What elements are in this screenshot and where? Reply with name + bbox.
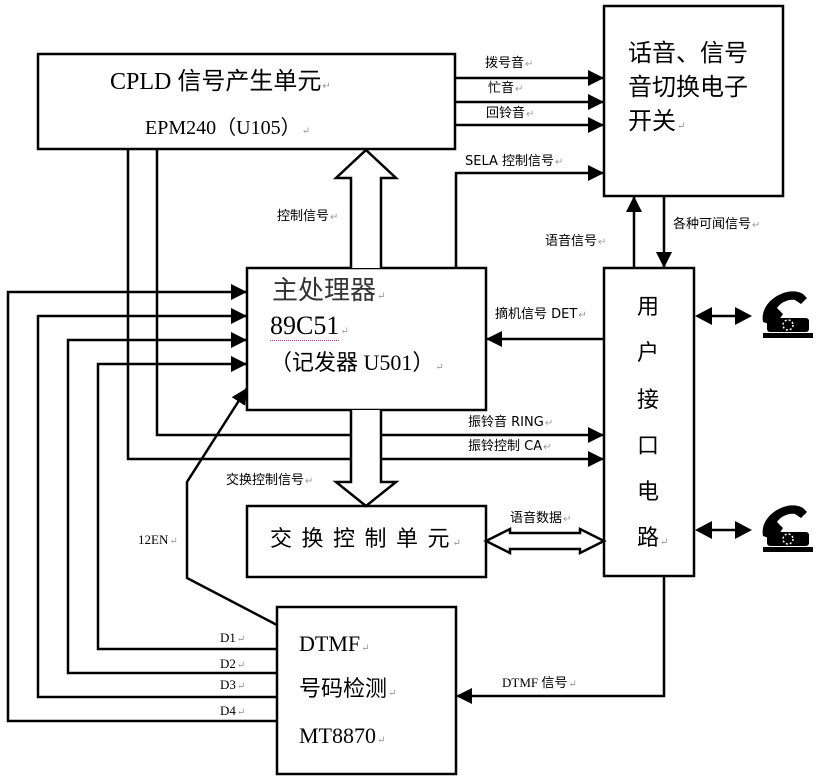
d3-label: D3↵ (220, 677, 246, 692)
en-label: 12EN↵ (138, 532, 178, 547)
voice-data-label: 语音数据↵ (510, 511, 572, 526)
processor-line-3: （记发器 U501）↵ (270, 350, 444, 375)
switch-line-1: 话音、信号 (628, 41, 748, 67)
ringback-tone-label: 回铃音↵ (486, 106, 535, 121)
processor-line-2: 89C51↵ (270, 311, 349, 341)
switch-line-3: 开关↵ (628, 109, 686, 135)
telephone-icon (762, 505, 813, 552)
voice-data-block-arrow (483, 526, 607, 556)
control-block-arrow (332, 148, 400, 268)
dtmf-line-3: MT8870↵ (299, 723, 386, 748)
telephone-icon (762, 291, 813, 338)
dtmf-block (275, 605, 458, 776)
ring-tone-label: 振铃音 RING↵ (468, 415, 554, 430)
d1-label: D1↵ (220, 630, 246, 645)
d4-label: D4↵ (220, 703, 246, 718)
exchange-control-label: 交换控制信号↵ (226, 473, 314, 488)
busy-tone-label: 忙音↵ (488, 81, 524, 96)
dtmf-line-2: 号码检测↵ (299, 676, 397, 701)
user-interface-char-5: 电 (637, 479, 660, 504)
processor-line-1: 主处理器↵ (272, 276, 386, 305)
switch-line-2: 音切换电子 (628, 75, 748, 101)
phone-top-arrowhead-right (735, 307, 752, 325)
ring-tone-arrow (155, 149, 604, 443)
d2-label: D2↵ (220, 656, 246, 671)
dtmf-signal-label: DTMF 信号↵ (502, 675, 577, 690)
cpld-subtitle: EPM240（U105）↵ (145, 117, 310, 139)
ring-control-label: 振铃控制 CA↵ (468, 439, 552, 454)
d3-line (36, 308, 277, 699)
phone-top-arrowhead-left (695, 307, 712, 325)
d2-line (66, 332, 277, 675)
cpld-block (36, 52, 457, 151)
user-interface-block (602, 266, 696, 578)
phone-bottom-arrowhead-right (735, 521, 752, 539)
user-interface-char-6: 路↵ (637, 525, 669, 550)
exchange-control-block-arrow (332, 410, 400, 508)
control-signal-label: 控制信号↵ (277, 209, 339, 224)
user-interface-char-1: 用 (637, 294, 660, 319)
user-interface-char-4: 口 (637, 433, 660, 458)
d1-line (96, 356, 277, 651)
d4-line (6, 284, 277, 723)
cpld-title: CPLD 信号产生单元↵ (110, 69, 331, 95)
processor-block (245, 266, 488, 412)
dtmf-signal-arrow (456, 576, 666, 704)
user-interface-char-2: 户 (637, 340, 660, 365)
audible-signals-label: 各种可闻信号↵ (673, 217, 761, 232)
ring-control-arrow (126, 149, 604, 467)
en-line (185, 387, 278, 627)
dial-tone-label: 拨号音↵ (485, 56, 534, 71)
dtmf-line-1: DTMF↵ (299, 631, 370, 656)
voice-signal-label: 语音信号↵ (545, 234, 607, 249)
switch-block (602, 4, 785, 198)
sela-label: SELA 控制信号↵ (465, 154, 564, 169)
user-interface-char-3: 接 (637, 387, 660, 412)
offhook-label: 摘机信号 DET↵ (495, 307, 587, 322)
sela-arrow (454, 165, 604, 268)
phone-bottom-arrowhead-left (695, 521, 712, 539)
exchange-title: 交 换 控 制 单 元↵ (270, 526, 463, 551)
